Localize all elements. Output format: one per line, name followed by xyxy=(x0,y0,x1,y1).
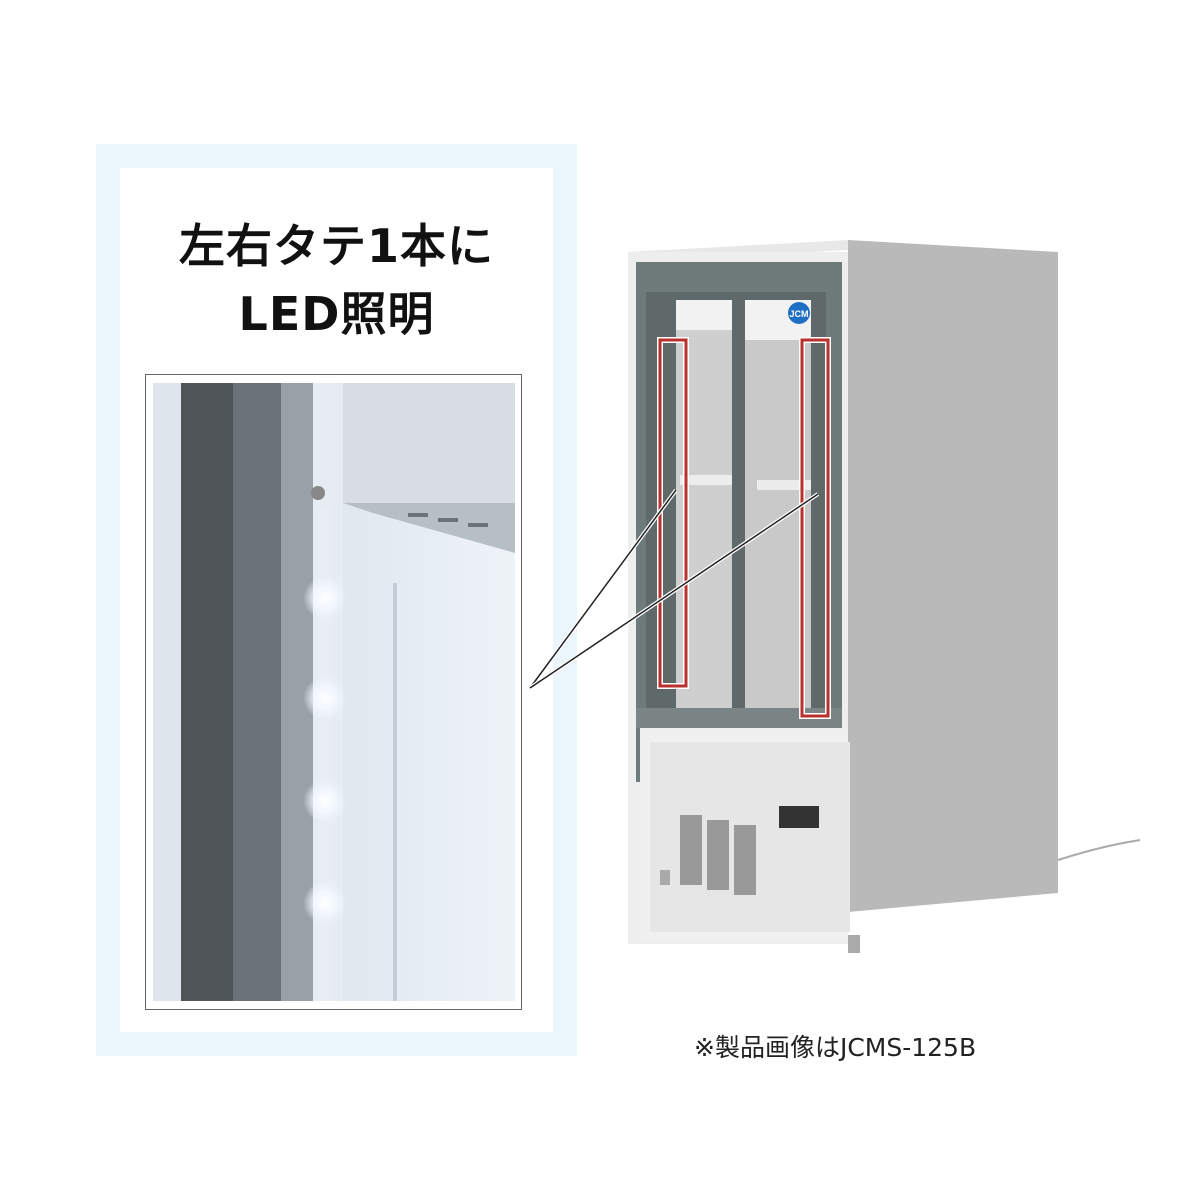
callout-lines xyxy=(528,488,820,690)
feature-card: 左右タテ1本に LED照明 xyxy=(120,168,553,1032)
led-closeup-photo xyxy=(145,374,522,1010)
led-lights xyxy=(303,576,347,925)
jcm-logo: JCM xyxy=(789,309,808,319)
headline-line-1: 左右タテ1本に xyxy=(178,219,494,273)
product-image-note: ※製品画像はJCMS-125B xyxy=(694,1033,977,1062)
headline-line-2: LED照明 xyxy=(238,287,435,341)
headline: 左右タテ1本に LED照明 xyxy=(120,212,553,348)
feature-panel: 左右タテ1本に LED照明 xyxy=(96,144,577,1056)
temperature-controller xyxy=(779,806,819,828)
